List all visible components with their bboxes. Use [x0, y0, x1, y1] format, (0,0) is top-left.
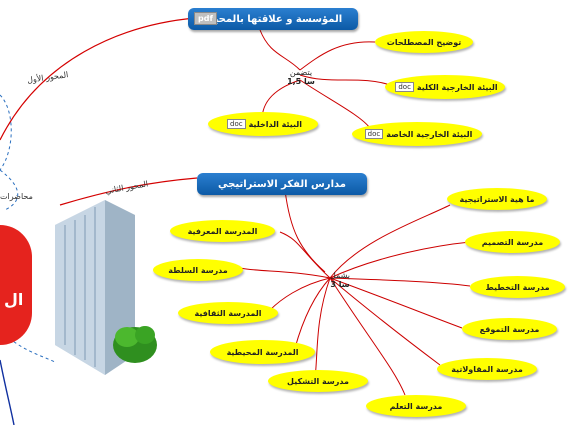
header-organization-title: المؤسسة و علاقتها بالمحيط [203, 13, 343, 25]
node-terms[interactable]: توضيح المصطلحات [375, 31, 473, 53]
node-environmental-school[interactable]: المدرسة المحيطية [210, 340, 315, 364]
node-design-school[interactable]: مدرسة التصميم [465, 231, 560, 253]
doc-icon[interactable]: doc [395, 82, 414, 92]
pdf-icon[interactable]: pdf [194, 12, 217, 25]
node-positioning-school[interactable]: مدرسة التموقع [462, 318, 557, 340]
node-cognitive-school[interactable]: المدرسة المعرفية [170, 220, 275, 242]
header-strategic-schools[interactable]: مدارس الفكر الاستراتيجي [197, 173, 367, 195]
doc-icon[interactable]: doc [227, 119, 246, 129]
central-node[interactable] [0, 225, 32, 345]
node-what-is-strategy[interactable]: ما هية الاستراتيجية [447, 188, 547, 210]
node-configuration-school[interactable]: مدرسة التشكيل [268, 370, 368, 392]
building-illustration [35, 195, 160, 380]
node-planning-school[interactable]: مدرسة التخطيط [470, 276, 565, 298]
central-node-label: ال [4, 290, 24, 309]
doc-icon[interactable]: doc [364, 129, 384, 139]
header-strategic-schools-title: مدارس الفكر الاستراتيجي [218, 178, 346, 190]
header-organization[interactable]: المؤسسة و علاقتها بالمحيط pdf [188, 8, 358, 30]
node-power-school[interactable]: مدرسة السلطة [153, 259, 243, 281]
node-entrepreneurial-school[interactable]: مدرسة المقاولاتية [437, 358, 537, 380]
side-label: محاضرات [0, 192, 33, 201]
node-learning-school[interactable]: مدرسة التعلم [366, 395, 466, 417]
node-cultural-school[interactable]: المدرسة الثقافية [178, 302, 278, 324]
